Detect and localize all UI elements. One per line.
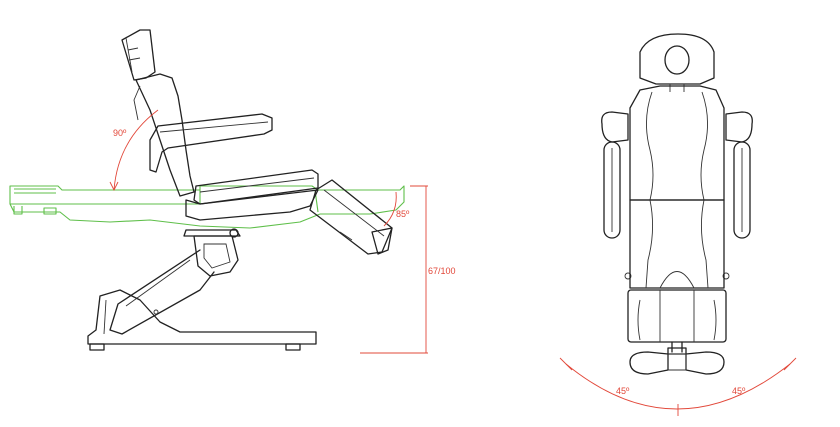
height-label: 67/100 (428, 266, 456, 276)
headrest (121, 29, 156, 81)
top-left-armrest (601, 111, 632, 280)
rotation-arc (565, 363, 791, 410)
rotation-left-tick (559, 357, 573, 371)
side-dimensions: 90º 85º 67/100 (109, 109, 456, 354)
chair-base (87, 289, 317, 351)
backrest-angle-label: 90º (113, 128, 127, 138)
top-legrest (627, 289, 727, 343)
seat (185, 169, 319, 221)
rotation-left-label: 45º (616, 386, 630, 396)
lift-mechanism (109, 228, 241, 335)
backrest-angle-arc (113, 109, 159, 191)
backrest (133, 73, 195, 197)
rotation-dimensions: 45º 45º (559, 357, 797, 416)
legrest (309, 179, 393, 255)
top-headrest (639, 33, 715, 92)
top-backrest (629, 85, 725, 201)
legrest-angle-label: 85º (396, 209, 410, 219)
top-seat (629, 199, 725, 289)
rotation-right-tick (783, 357, 797, 371)
reclined-position-overlay (9, 185, 405, 229)
armrest (149, 113, 273, 173)
legrest-angle-arc (383, 191, 397, 227)
side-view: 90º 85º 67/100 (9, 29, 456, 354)
top-footrest (629, 341, 725, 375)
top-right-armrest (722, 111, 753, 280)
backrest-angle-arrow (109, 181, 119, 192)
rotation-right-label: 45º (732, 386, 746, 396)
top-view: 45º 45º (559, 33, 797, 416)
